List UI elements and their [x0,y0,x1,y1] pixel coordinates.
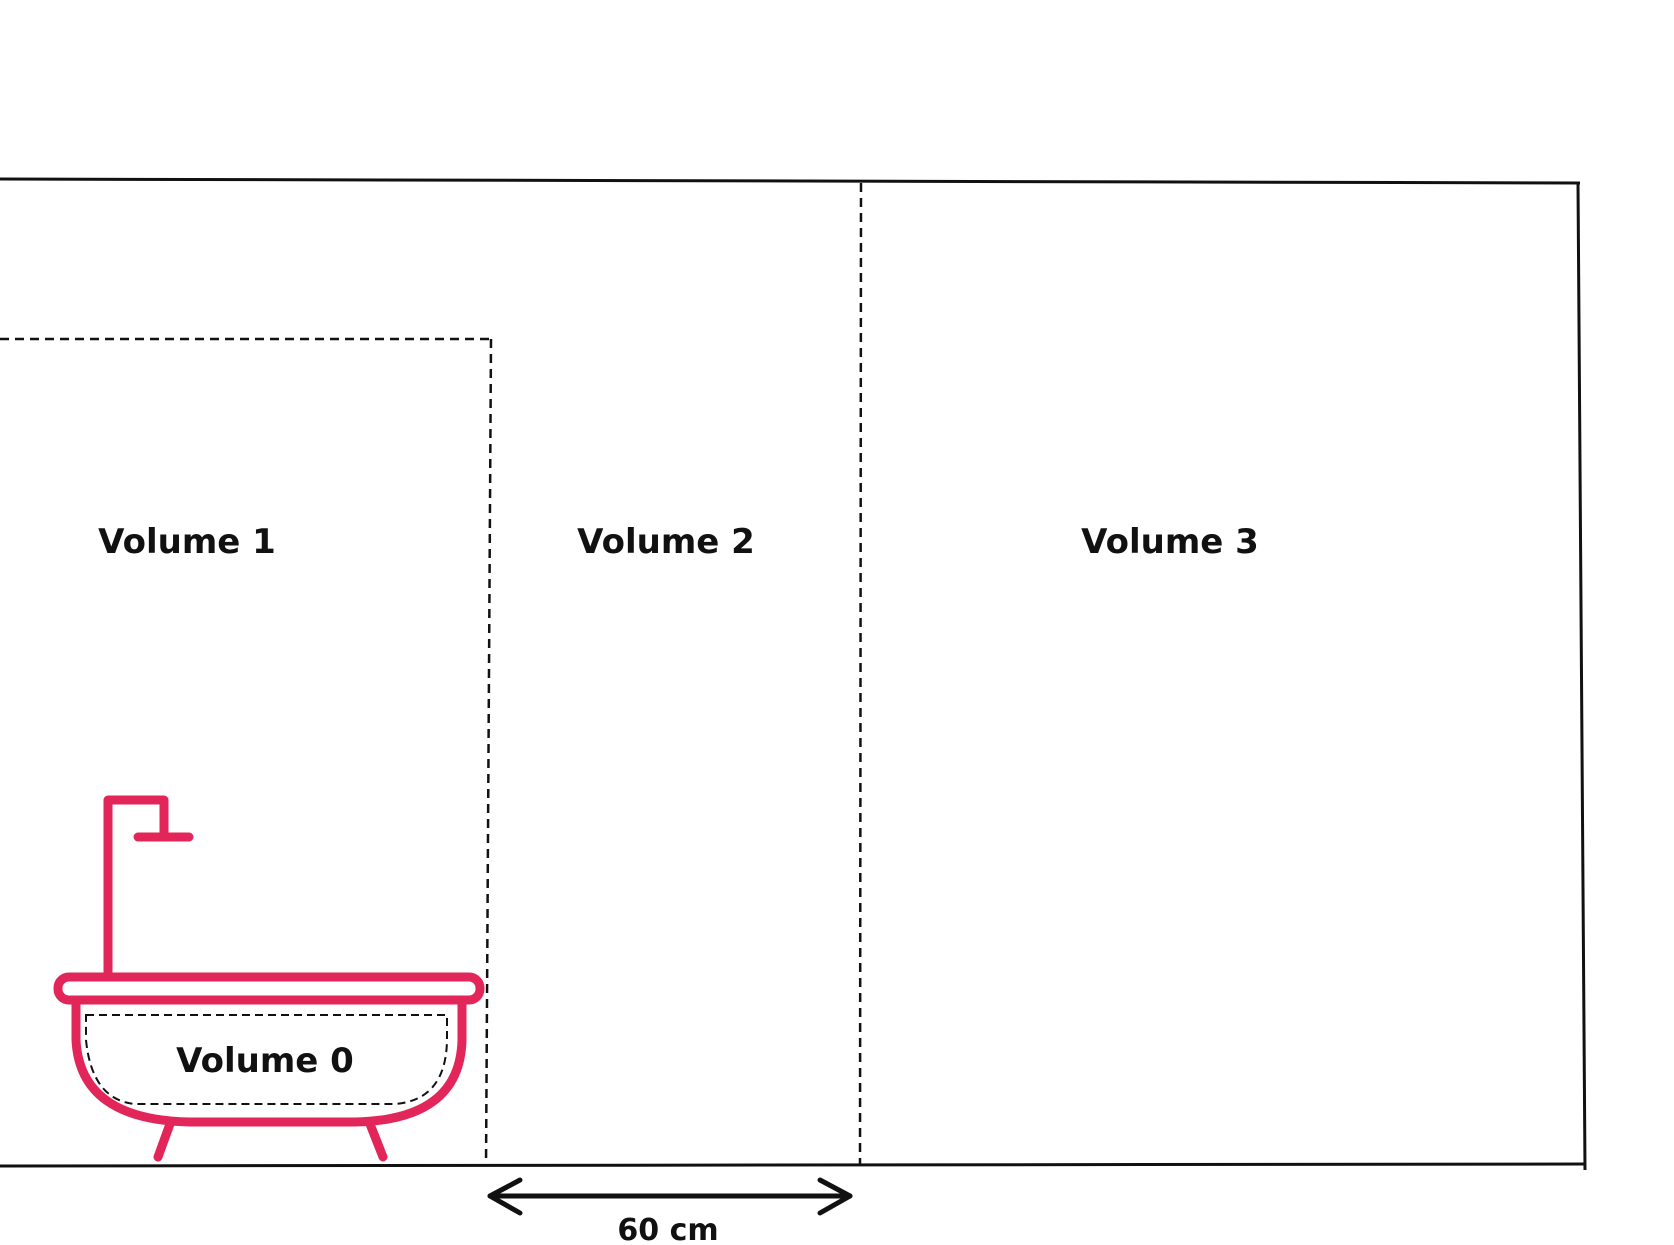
bathtub-with-shower-icon [53,795,485,1162]
room-outline [0,177,1587,1171]
bathtub-rim [53,972,485,1005]
bathtub-right-leg [365,1119,388,1162]
dimension-arrow-right-head [817,1177,853,1216]
volume-2-right-boundary [858,182,863,1167]
volume-3-label: Volume 3 [1081,522,1259,562]
shower-pipe [103,795,169,981]
volume-1-right-boundary [484,338,493,1167]
volume-0-boundary [85,1014,448,1105]
bathtub-left-leg [153,1119,175,1162]
volume-1-boundary [0,337,493,1167]
dimension-arrow-left-head [487,1177,523,1216]
dimension-label: 60 cm [617,1213,718,1245]
ceiling-line [0,177,1581,185]
bathtub-basin [71,995,467,1127]
volume-0-label: Volume 0 [176,1041,354,1081]
dimension-arrow [487,1177,853,1216]
volume-2-label: Volume 2 [577,522,755,562]
volume-1-label: Volume 1 [98,522,276,562]
floor-line [0,1162,1586,1168]
right-wall-line [1576,182,1587,1171]
